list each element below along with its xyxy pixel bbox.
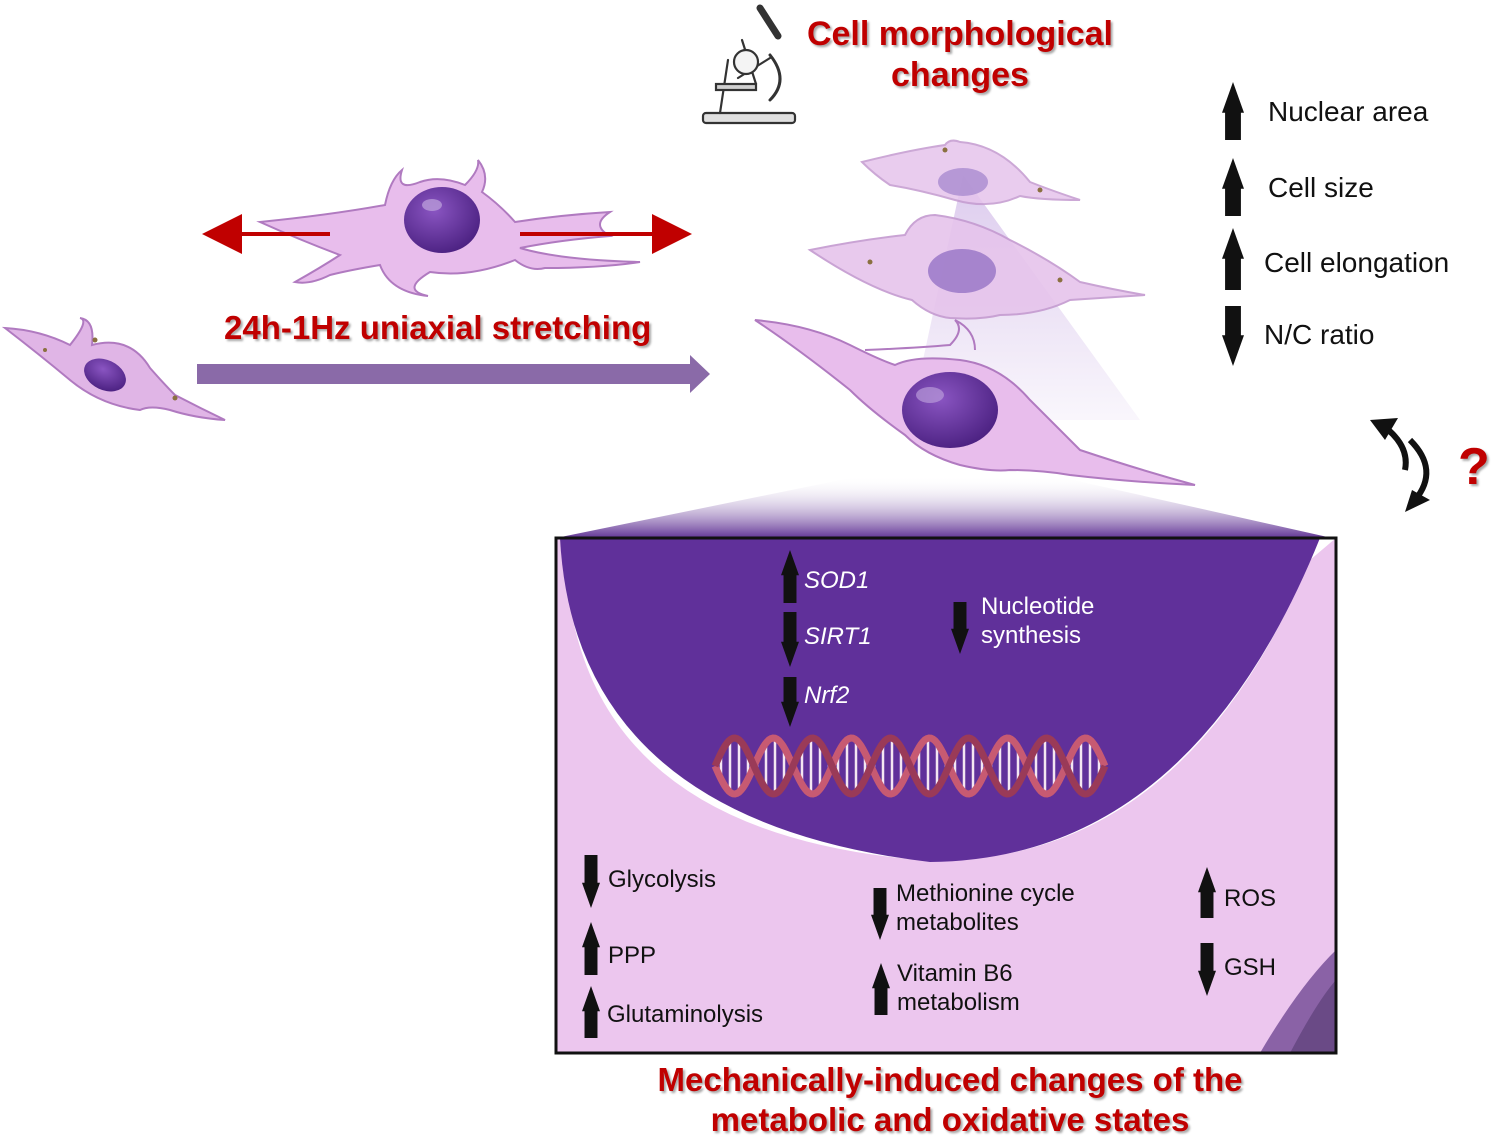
arrow-cell-elongation: [1222, 228, 1244, 290]
nucleotide-synthesis-label: Nucleotide synthesis: [981, 593, 1094, 651]
arrow-gsh: [1198, 943, 1216, 996]
stretching-label: 24h-1Hz uniaxial stretching: [224, 309, 652, 346]
vitamin-line-2: metabolism: [897, 988, 1020, 1016]
microscope-icon: [701, 4, 797, 125]
methionine-line-1: Methionine cycle: [896, 880, 1075, 907]
metab-label-glycolysis: Glycolysis: [608, 866, 717, 893]
arrow-sirt1: [781, 612, 799, 667]
morphology-title-line-1: Cell morphological: [806, 15, 1114, 53]
metab-label-gsh: GSH: [1224, 954, 1277, 981]
arrow-methionine: [871, 888, 889, 940]
bottom-title-line-1: Mechanically-induced changes of the: [657, 1061, 1243, 1098]
arrow-nc-ratio: [1222, 306, 1244, 366]
morph-label-cell-elongation: Cell elongation: [1264, 247, 1450, 278]
process-arrow: [197, 355, 710, 393]
nucleotide-line-2: synthesis: [981, 621, 1082, 649]
zoom-box-frame: [554, 536, 1338, 1055]
stretched-cell: [256, 159, 641, 297]
arrow-nuclear-area: [1222, 82, 1244, 140]
metab-label-glutaminolysis: Glutaminolysis: [607, 1001, 764, 1028]
zoom-fan: [556, 476, 1332, 538]
arrow-glutaminolysis: [582, 986, 600, 1038]
arrow-nucleotide: [951, 602, 969, 654]
arrow-glycolysis: [582, 855, 600, 908]
metab-label-ros: ROS: [1224, 885, 1277, 912]
morphology-title-line-2: changes: [891, 55, 1029, 94]
vitamin-line-1: Vitamin B6: [897, 960, 1013, 987]
feedback-arrowhead-top: [1370, 418, 1398, 440]
feedback-arrowhead-bottom: [1405, 490, 1430, 512]
morph-label-nuclear-area: Nuclear area: [1268, 96, 1429, 127]
elongated-cells: [754, 139, 1196, 486]
question-mark: ?: [1458, 438, 1490, 496]
metab-label-vitamin-b6: Vitamin B6 metabolism: [897, 960, 1020, 1018]
direction-arrows: [582, 82, 1244, 1038]
gene-label-sod1: SOD1: [804, 567, 870, 594]
arrow-sod1: [781, 550, 799, 603]
gene-label-nrf2: Nrf2: [804, 682, 850, 709]
metab-label-ppp: PPP: [608, 942, 657, 969]
feedback-arrows-icon: [1380, 422, 1430, 502]
arrow-ros: [1198, 867, 1216, 918]
dna-strand-2: [711, 734, 1109, 798]
arrow-nrf2: [781, 677, 799, 727]
unstretched-cell: [1, 317, 226, 421]
arrow-vitamin-b6: [872, 963, 890, 1015]
morph-label-nc-ratio: N/C ratio: [1264, 319, 1375, 350]
arrow-ppp: [582, 922, 600, 975]
morphology-title: Cell morphological changes: [780, 14, 1140, 96]
gene-label-sirt1: SIRT1: [804, 623, 872, 650]
methionine-line-2: metabolites: [896, 908, 1019, 936]
arrow-cell-size: [1222, 158, 1244, 216]
bottom-title-line-2: metabolic and oxidative states: [710, 1100, 1190, 1138]
metab-label-methionine: Methionine cycle metabolites: [896, 880, 1075, 938]
dna-helix-icon: [711, 734, 1109, 798]
bottom-title: Mechanically-induced changes of the meta…: [560, 1060, 1340, 1139]
nucleotide-line-1: Nucleotide: [981, 593, 1095, 620]
morph-label-cell-size: Cell size: [1268, 172, 1374, 203]
